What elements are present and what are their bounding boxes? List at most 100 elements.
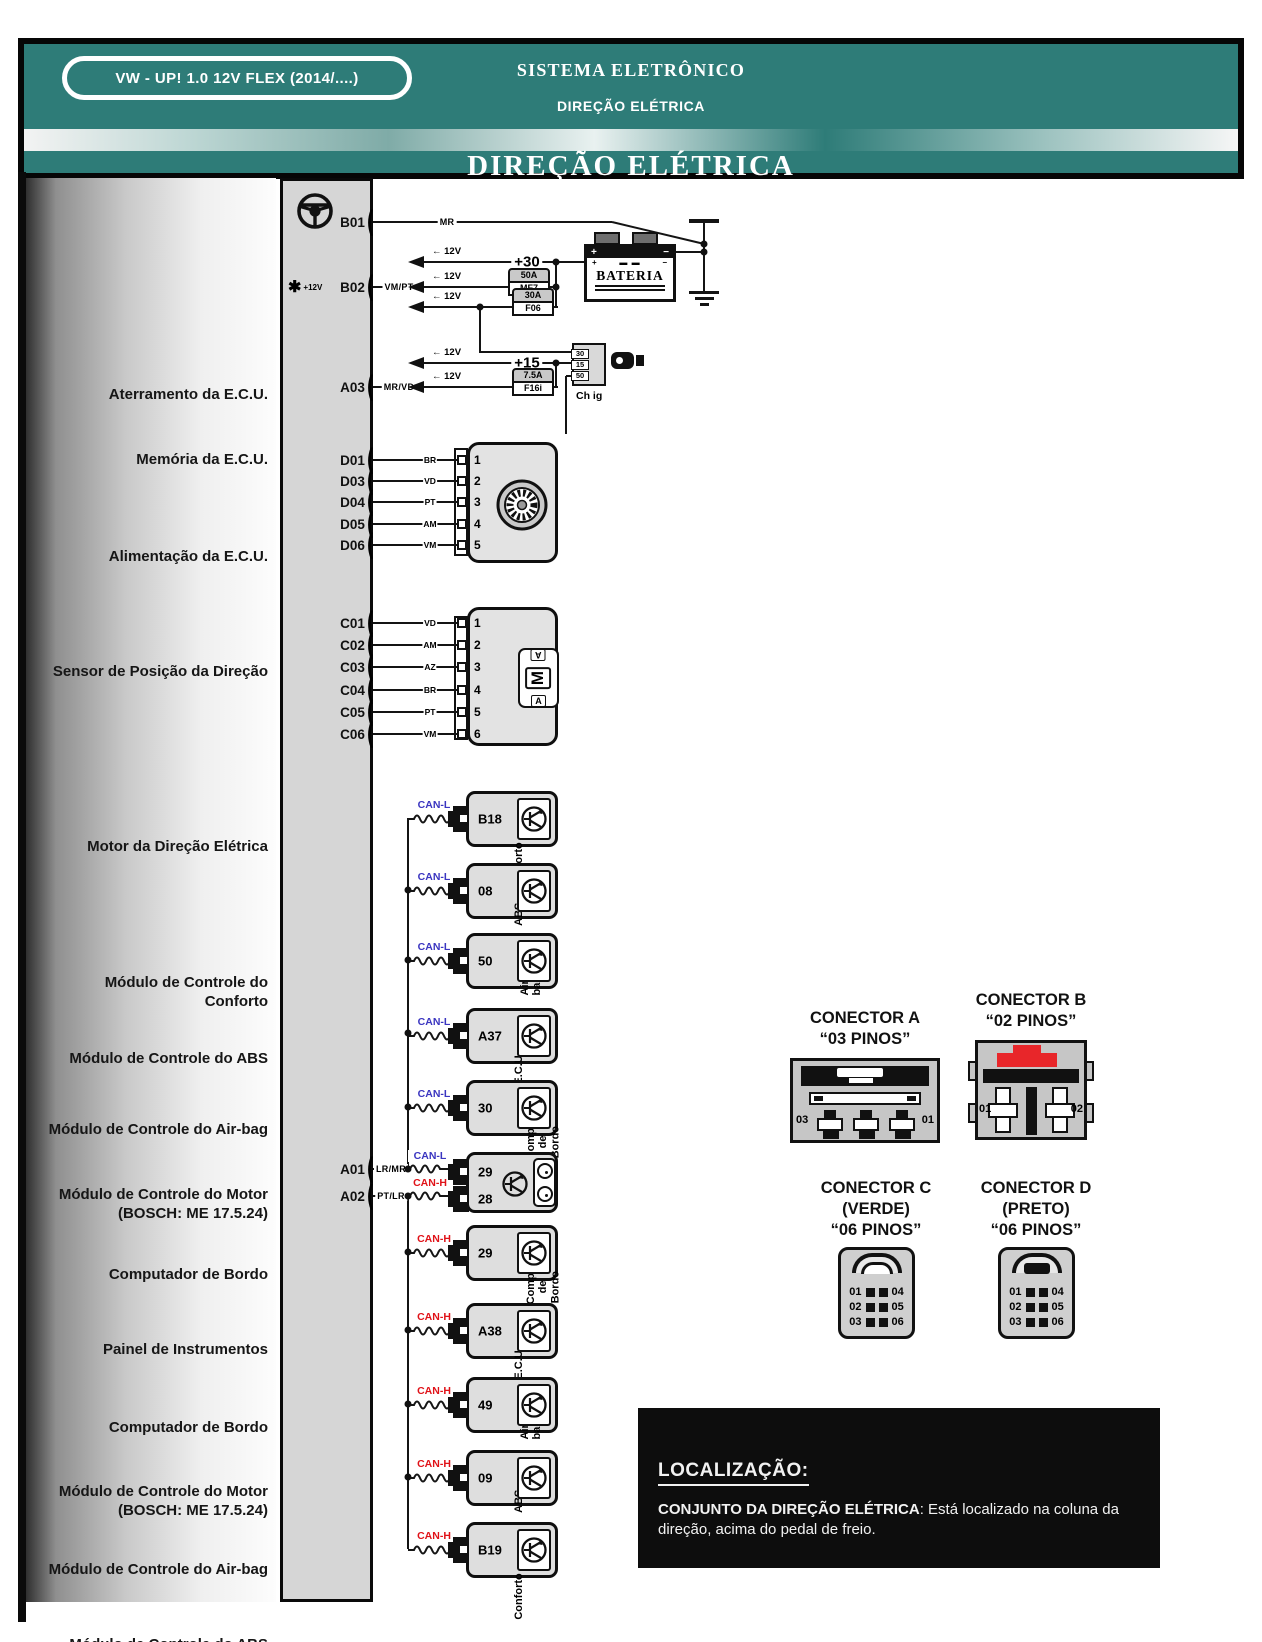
- junction-dot: [404, 1326, 412, 1334]
- gauges-icon: [533, 1158, 556, 1207]
- junction-dot: [552, 359, 560, 367]
- module-name: E.C.U.: [513, 1347, 526, 1380]
- ignition-terminal-30: 30: [571, 349, 589, 359]
- 12v-label: ← 12V: [432, 347, 462, 358]
- can-transceiver-icon: [517, 1310, 551, 1352]
- fuse: 30A F06: [512, 288, 554, 316]
- can-wire-label: CAN-L: [410, 799, 458, 811]
- wire: [373, 544, 457, 546]
- ecu-pin: D06 (: [282, 531, 374, 560]
- module-connector-tab: [448, 806, 469, 832]
- wire: [424, 261, 588, 263]
- pin-socket: [457, 685, 467, 695]
- pin-number: 05: [1051, 1301, 1064, 1313]
- can-transceiver-icon: [517, 870, 551, 912]
- ecu-pin: A03 (: [282, 373, 374, 402]
- location-rest: : Está localizado na coluna da direção, …: [658, 1501, 1119, 1539]
- junction-dot: [404, 1400, 412, 1408]
- system-subtitle: DIREÇÃO ELÉTRICA: [556, 98, 706, 114]
- ground-icon: [700, 303, 709, 306]
- pin-number: 3: [474, 495, 481, 509]
- ground-icon: [695, 297, 714, 300]
- ecu-pin-label: B01: [340, 214, 365, 230]
- motor-m-label: M: [525, 666, 552, 690]
- feed-arrow-icon: [408, 357, 424, 369]
- wire-color-label: MR/VD: [381, 382, 417, 392]
- twisted-wire-icon: [408, 956, 469, 966]
- module-pin-label: 29: [478, 1245, 493, 1261]
- motor-icon: A M A: [518, 648, 559, 708]
- ignition-switch: 30 15 50: [571, 343, 606, 386]
- component-label: Módulo de Controle do Motor (BOSCH: ME 1…: [58, 1483, 268, 1519]
- system-title: SISTEMA ELETRÔNICO: [516, 60, 746, 80]
- pin-number: 04: [891, 1286, 904, 1298]
- connector-notch: [849, 1078, 873, 1083]
- 12v-label: ← 12V: [432, 371, 462, 382]
- component-label-column: [26, 178, 276, 1602]
- component-label: Módulo de Controle do ABS: [26, 1635, 268, 1642]
- pin-number: 06: [1051, 1316, 1064, 1328]
- can-transceiver-icon: [517, 1232, 551, 1274]
- component-label: Memória da E.C.U.: [136, 451, 268, 468]
- module-connector-tab: [448, 1186, 469, 1212]
- pin-socket: [1025, 1302, 1035, 1312]
- can-wire-label: CAN-L: [410, 941, 458, 953]
- connector-side-tab: [1085, 1103, 1094, 1123]
- wire-color-label: PT: [423, 707, 437, 717]
- pin-number: 02: [1009, 1301, 1022, 1313]
- wire-color-label: VM/PT: [382, 282, 416, 292]
- ecu-pin-label: C02: [340, 637, 365, 653]
- wire: [479, 351, 574, 353]
- asterisk-icon: ✱: [288, 279, 302, 296]
- pin-number: 2: [474, 474, 481, 488]
- component-label: Computador de Bordo: [108, 1266, 268, 1283]
- can-wire-label: CAN-H: [410, 1458, 458, 1470]
- pin-row: 01 04: [845, 1286, 908, 1298]
- ecu-pin: D05 (: [282, 510, 374, 539]
- connector-a-diagram: 03 01: [790, 1058, 940, 1143]
- module-connector-tab: [448, 878, 469, 904]
- junction-dot: [476, 303, 484, 311]
- twisted-wire-icon: [406, 1164, 450, 1174]
- fuse-rating: 7.5A: [512, 368, 554, 383]
- junction-dot: [700, 240, 708, 248]
- component-label: Alimentação da E.C.U.: [108, 548, 268, 565]
- can-wire-label: CAN-H: [410, 1233, 458, 1245]
- pin-number: 01: [979, 1103, 992, 1115]
- divider: [595, 289, 665, 291]
- can-transceiver-icon: [517, 1087, 551, 1129]
- module-connector-tab: [448, 1240, 469, 1266]
- vehicle-model-badge: VW - UP! 1.0 12V FLEX (2014/....): [62, 56, 412, 100]
- can-module: CAN-L B18 Conforto: [408, 791, 558, 889]
- connector-pin: [817, 1110, 843, 1132]
- connector-slot: [809, 1092, 921, 1105]
- module-pin-label: 28: [478, 1191, 493, 1207]
- wire-color-label: LR/MR: [374, 1164, 408, 1174]
- ecu-pin: D04 (: [282, 488, 374, 517]
- can-wire-label: CAN-L: [410, 1088, 458, 1100]
- pin-socket: [457, 540, 467, 550]
- wire-color-label: AZ: [423, 662, 437, 672]
- module-pin-label: B18: [478, 811, 502, 827]
- pin-socket: [1038, 1302, 1048, 1312]
- pin-socket: [457, 729, 467, 739]
- junction-dot: [552, 258, 560, 266]
- connector-side-tab: [1085, 1061, 1094, 1081]
- wire: [565, 376, 567, 434]
- wire: [566, 375, 574, 377]
- junction-dot: [404, 886, 412, 894]
- module-pin-label: A38: [478, 1323, 502, 1339]
- feed-arrow-icon: [408, 381, 424, 393]
- page-left-border: [18, 172, 26, 1622]
- plus-icon: +: [591, 247, 597, 258]
- junction-dot: [404, 1192, 412, 1200]
- pin-number: 03: [1009, 1316, 1022, 1328]
- pin-number: 1: [474, 616, 481, 630]
- red-keying-tab: [997, 1053, 1057, 1067]
- pin-number: 2: [474, 638, 481, 652]
- steering-ecu-strip: [280, 178, 373, 1602]
- component-label: Módulo de Controle do Motor (BOSCH: ME 1…: [58, 1186, 268, 1222]
- pin-bracket-icon: (: [366, 1178, 375, 1214]
- wire: [373, 386, 558, 388]
